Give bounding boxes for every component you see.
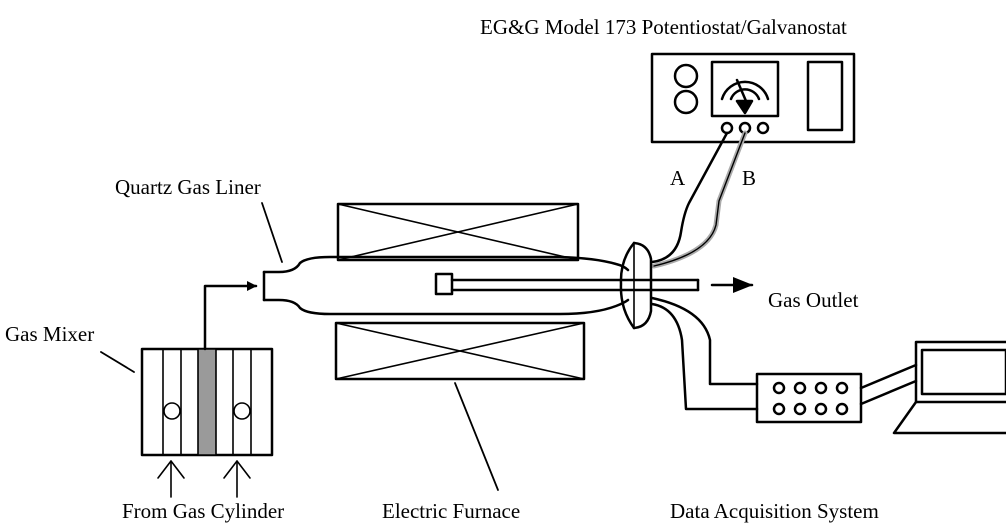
potentiostat-housing	[650, 52, 856, 144]
daq-port	[814, 381, 828, 395]
liner-top-wall	[262, 255, 630, 274]
cylinder-inlet-arrow-1-head	[157, 460, 185, 479]
furnace-block-lower	[334, 321, 586, 381]
potentiostat-label: EG&G Model 173 Potentiostat/Galvanostat	[480, 15, 847, 39]
daq-port	[772, 402, 786, 416]
potentiostat-leads	[650, 130, 748, 269]
gas-mixer-label: Gas Mixer	[5, 322, 95, 346]
mixer-to-liner-gas-line	[203, 281, 258, 351]
terminal-a	[720, 121, 734, 135]
computer-keyboard	[892, 400, 1006, 435]
daq-cable-lower	[859, 379, 918, 406]
meter-dial-outer	[720, 80, 770, 101]
gas-cylinder-label: From Gas Cylinder	[122, 499, 285, 523]
lead-b-wire	[653, 132, 746, 267]
computer-monitor	[914, 340, 1006, 404]
daq-port	[835, 381, 849, 395]
liner-flange-right	[632, 241, 653, 330]
liner-leader-line	[261, 202, 283, 263]
daq-interface-box	[755, 372, 863, 424]
computer-screen	[920, 348, 1006, 396]
meter-needle	[735, 78, 748, 103]
gas-mixer	[140, 347, 274, 457]
daq-label: Data Acquisition System	[670, 499, 879, 523]
daq-lead-2	[650, 296, 759, 386]
daq-port	[814, 402, 828, 416]
computer	[892, 340, 1006, 435]
meter-dial-inner	[729, 88, 761, 101]
daq-port	[835, 402, 849, 416]
liner-bottom-wall	[262, 298, 630, 316]
daq-interface	[755, 363, 918, 424]
daq-port	[793, 381, 807, 395]
mixer-leader-line	[100, 351, 135, 373]
potentiostat-knob-bottom	[673, 89, 699, 115]
mixer-flow-meter	[233, 402, 251, 420]
furnace-lower-cross-2	[335, 322, 585, 380]
furnace-block-upper	[336, 202, 580, 262]
furnace-upper-cross-2	[337, 203, 579, 261]
potentiostat-knob-top	[673, 63, 699, 89]
furnace-leader-line	[454, 382, 499, 491]
lead-b-wire-outer	[651, 130, 748, 269]
electric-furnace	[334, 202, 586, 381]
daq-port	[772, 381, 786, 395]
lead-a-wire	[650, 131, 729, 264]
meter-needle-tip	[735, 99, 754, 115]
daq-lead-1	[650, 302, 759, 411]
quartz-gas-liner	[262, 241, 700, 330]
cylinder-inlet-arrow-2-head	[223, 460, 251, 479]
electric-furnace-label: Electric Furnace	[382, 499, 521, 523]
daq-cable-upper	[859, 363, 918, 390]
potentiostat-meter-window	[710, 60, 780, 118]
mixer-flow-meter	[163, 402, 181, 420]
liner-flange-left	[619, 241, 636, 330]
lead-b-label: B	[742, 166, 757, 190]
daq-port	[793, 402, 807, 416]
potentiostat-display-panel	[806, 60, 844, 132]
potentiostat-instrument	[650, 52, 856, 144]
mixer-shaded-channel	[197, 348, 217, 456]
daq-leads	[650, 296, 759, 411]
lead-a-label: A	[670, 166, 686, 190]
sample-holder	[434, 272, 454, 296]
liner-label: Quartz Gas Liner	[115, 175, 261, 199]
terminal-c	[756, 121, 770, 135]
gas-outlet-label: Gas Outlet	[768, 288, 859, 312]
